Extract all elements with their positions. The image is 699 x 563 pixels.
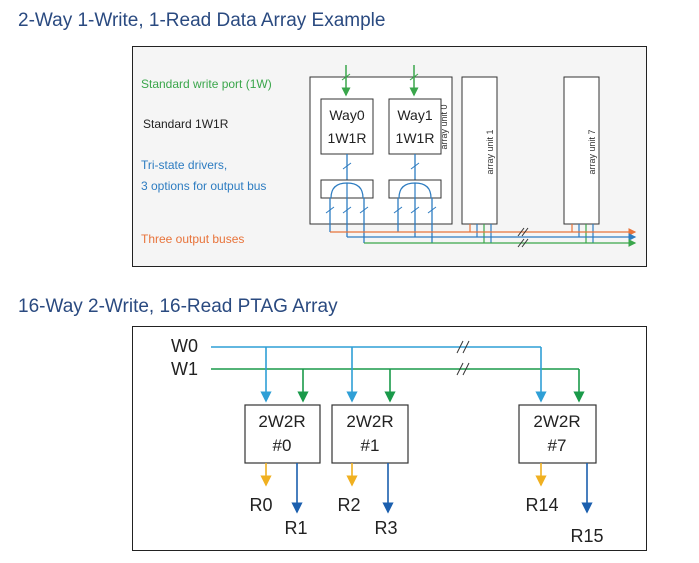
diagram-title-top: 2-Way 1-Write, 1-Read Data Array Example xyxy=(18,10,386,31)
array-unit-1-label: array unit 1 xyxy=(485,129,495,174)
r1-label: R1 xyxy=(284,518,307,538)
array-unit-7-box xyxy=(563,76,600,225)
way0-box xyxy=(320,98,374,155)
write-port-label: Standard write port (1W) xyxy=(141,77,272,91)
output-buses-label: Three output buses xyxy=(141,232,244,246)
w0-label: W0 xyxy=(171,336,198,356)
ptag-array-svg: W0 W1 2W2R #0 2W2R #1 2W2R #7 xyxy=(171,336,604,546)
ptag-array-diagram: W0 W1 2W2R #0 2W2R #1 2W2R #7 xyxy=(132,326,647,551)
way1-box xyxy=(388,98,442,155)
way0-name: Way0 xyxy=(329,107,364,123)
block-7-type: 2W2R xyxy=(533,412,580,431)
array-unit-1-box xyxy=(461,76,498,225)
std-1w1r-label: Standard 1W1R xyxy=(143,117,229,131)
data-array-diagram: Standard write port (1W) Standard 1W1R T… xyxy=(132,46,647,267)
block-2w2r-1 xyxy=(331,404,409,464)
way1-type: 1W1R xyxy=(396,130,435,146)
block-7-index: #7 xyxy=(548,436,567,455)
tristate-label-line2: 3 options for output bus xyxy=(141,179,266,193)
block-1-type: 2W2R xyxy=(346,412,393,431)
block-0-index: #0 xyxy=(273,436,292,455)
way1-name: Way1 xyxy=(397,107,432,123)
array-unit-0-label: array unit 0 xyxy=(439,104,449,149)
r3-label: R3 xyxy=(374,518,397,538)
tristate-label-line1: Tri-state drivers, xyxy=(141,158,227,172)
block-1-index: #1 xyxy=(361,436,380,455)
r15-label: R15 xyxy=(570,526,603,546)
data-array-svg: Standard write port (1W) Standard 1W1R T… xyxy=(141,65,637,248)
r14-label: R14 xyxy=(525,495,558,515)
r2-label: R2 xyxy=(337,495,360,515)
w1-label: W1 xyxy=(171,359,198,379)
r0-label: R0 xyxy=(249,495,272,515)
block-2w2r-0 xyxy=(244,404,321,464)
diagram-title-bottom: 16-Way 2-Write, 16-Read PTAG Array xyxy=(18,296,338,317)
block-2w2r-7 xyxy=(518,404,597,464)
block-0-type: 2W2R xyxy=(258,412,305,431)
way0-type: 1W1R xyxy=(328,130,367,146)
array-unit-7-label: array unit 7 xyxy=(587,129,597,174)
